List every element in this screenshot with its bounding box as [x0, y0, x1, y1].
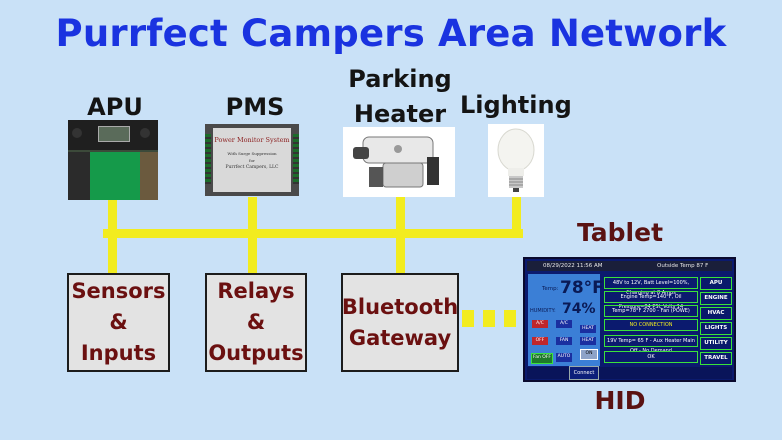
relays-box-line1: Relays	[217, 279, 295, 303]
fan-button[interactable]: FAN	[556, 337, 572, 345]
apu-side-button[interactable]: APU	[700, 277, 732, 290]
connect-button[interactable]: Connect	[569, 366, 599, 380]
lightbulb-image	[488, 124, 544, 197]
tablet-screen: 08/29/2022 11:56 AM Outside Temp 87 F Te…	[523, 257, 736, 382]
bluetooth-gateway-box: Bluetooth Gateway	[341, 273, 459, 372]
relays-outputs-box: Relays & Outputs	[205, 273, 307, 372]
heat-button-1[interactable]: HEAT	[580, 325, 596, 333]
sensors-box-line2: &	[109, 310, 128, 334]
parking-heater-label-line1: Parking	[348, 65, 452, 93]
status-line-apu: 48V to 12V, Batt Level=100%, Charging at…	[604, 277, 698, 296]
parking-heater-label-line2: Heater	[353, 100, 447, 128]
bus-drop-heater	[396, 197, 405, 275]
bus-drop-lighting	[512, 197, 521, 237]
wireless-link-dash-2	[483, 310, 495, 327]
bus-horizontal	[103, 229, 523, 238]
engine-side-button[interactable]: ENGINE	[700, 292, 732, 305]
auto-button[interactable]: AUTO	[556, 353, 572, 362]
parking-heater-image	[343, 127, 455, 197]
tablet-label: Tablet	[576, 218, 664, 247]
tablet-outside-temp: Outside Temp 87 F	[657, 263, 709, 269]
utility-side-button[interactable]: UTILITY	[700, 337, 732, 350]
relays-box-line2: &	[246, 310, 266, 334]
lights-side-button[interactable]: LIGHTS	[700, 322, 732, 335]
hid-label: HID	[594, 386, 646, 415]
page-title: Purrfect Campers Area Network	[55, 12, 727, 55]
climate-panel: Temp: 78°F HUMIDITY: 74% A/C A/C HEAT OF…	[528, 274, 604, 366]
status-line-lights: NO CONNECTION	[604, 319, 698, 331]
apu-label: APU	[87, 93, 143, 121]
temp-label: Temp:	[542, 286, 559, 292]
status-line-travel: OK	[604, 351, 698, 363]
fan-off-button[interactable]: Fan OFF	[531, 353, 553, 364]
ac-button-2[interactable]: A/C	[556, 320, 572, 328]
pms-label-line1: Power Monitor System	[214, 136, 290, 144]
relays-box-line3: Outputs	[208, 341, 304, 365]
temp-value: 78°F	[560, 278, 604, 298]
pms-label-line4: Purrfect Campers, LLC	[225, 165, 279, 170]
sensors-inputs-box: Sensors & Inputs	[67, 273, 170, 372]
wireless-link-dash-3	[504, 310, 516, 327]
sensors-box-line3: Inputs	[80, 341, 157, 365]
status-line-engine: Engine Temp=140°F, Oil Pressure=84 PSI, …	[604, 291, 698, 310]
pms-label-line2: With Surge Suppression	[227, 151, 277, 156]
tablet-datetime: 08/29/2022 11:56 AM	[543, 263, 603, 269]
tablet-top-bar: 08/29/2022 11:56 AM Outside Temp 87 F	[527, 261, 732, 271]
pms-label-line3: for	[249, 158, 255, 163]
bluetooth-box-line1: Bluetooth	[341, 294, 459, 319]
apu-image	[68, 120, 158, 200]
humidity-value: 74%	[562, 301, 596, 317]
bluetooth-box-line2: Gateway	[348, 325, 452, 350]
pms-image: Power Monitor System With Surge Suppress…	[205, 124, 299, 196]
wireless-link-dash-1	[462, 310, 474, 327]
bus-drop-pms	[248, 197, 257, 275]
pms-label: PMS	[225, 93, 285, 121]
status-line-utility: 19V Temp= 65 F - Aux Heater Main Off - N…	[604, 335, 698, 354]
lighting-label: Lighting	[460, 91, 572, 119]
heat-button-2[interactable]: HEAT	[580, 337, 596, 345]
bus-drop-apu	[108, 197, 117, 275]
humidity-label: HUMIDITY:	[530, 308, 556, 314]
sensors-box-line1: Sensors	[71, 279, 166, 303]
tablet-bottom-strip	[527, 367, 732, 379]
status-line-hvac: Temp=78°F 2700 - Fan (POWE)	[604, 305, 698, 317]
ac-button-1[interactable]: A/C	[532, 320, 548, 328]
hvac-side-button[interactable]: HVAC	[700, 307, 732, 320]
off-button[interactable]: OFF	[532, 337, 548, 345]
on-button[interactable]: ON	[580, 349, 598, 360]
travel-side-button[interactable]: TRAVEL	[700, 352, 732, 365]
